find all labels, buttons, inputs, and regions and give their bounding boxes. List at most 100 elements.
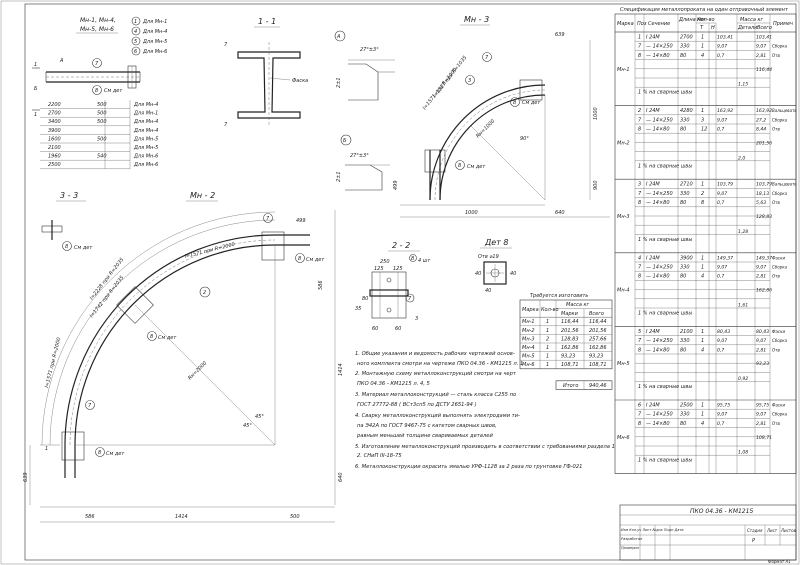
svg-text:1000: 1000	[465, 210, 478, 216]
spec-qty-t: 1	[701, 329, 704, 335]
spec-pos: 5	[638, 329, 641, 335]
svg-text:640: 640	[555, 210, 565, 216]
svg-text:Р: Р	[752, 538, 755, 544]
mn3-radius: Rн=1000	[475, 118, 496, 139]
spec-qty-t: 1	[701, 35, 704, 41]
view-mn3: Мн - 3 Rн=1000 90° l=1571 при R=1000 l=1…	[393, 15, 610, 218]
svg-text:6: 6	[134, 49, 137, 55]
svg-text:8: 8	[98, 450, 101, 456]
spec-length: 330	[680, 191, 690, 197]
svg-text:Длина мм: Длина мм	[678, 17, 705, 23]
spec-section: — 14×80	[646, 127, 670, 133]
spec-length: 80	[680, 347, 686, 353]
svg-text:1414: 1414	[338, 363, 344, 376]
required-total: 162,86	[589, 345, 607, 351]
svg-text:См дет: См дет	[158, 335, 177, 341]
specification-table: Спецификация металлопроката на один отпр…	[614, 7, 797, 474]
spec-pos: 7	[638, 44, 642, 50]
spec-mass-detail: 80,43	[717, 329, 730, 335]
note-line: ного комплекта смотри на чертеже ПКО 04.…	[357, 361, 523, 367]
spec-pos: 8	[638, 274, 641, 280]
spec-mass-total: 5,63	[756, 200, 766, 206]
title-block: ПКО 04.36 - КМ1215 Изм Кол.уч Лист №док …	[619, 504, 797, 564]
spec-qty-t: 3	[701, 117, 704, 123]
svg-text:7: 7	[266, 216, 270, 222]
spec-weld-mass: 2,0	[738, 155, 745, 161]
spec-mass-detail: 9,07	[717, 265, 727, 271]
mn1-offset: 500	[97, 119, 107, 125]
svg-text:4 шт: 4 шт	[418, 258, 431, 264]
svg-text:1000: 1000	[593, 107, 599, 120]
svg-text:7: 7	[88, 403, 92, 409]
spec-weld-label: 1 % на сварные швы	[638, 163, 692, 169]
section-1-1: 1 - 1 Фаска 7 7	[224, 17, 308, 128]
svg-text:Для Мн-1: Для Мн-1	[142, 19, 167, 25]
spec-pos: 6	[638, 403, 641, 409]
mn1-offset: 500	[97, 136, 107, 142]
spec-weld-label: 1 % на сварные швы	[638, 237, 692, 243]
required-total-label: Итого	[563, 383, 578, 389]
mn1-length: 1960	[48, 154, 61, 160]
spec-weld-label: 1 % на сварные швы	[638, 90, 692, 96]
svg-text:7: 7	[224, 42, 228, 48]
spec-qty-t: 1	[701, 255, 704, 261]
spec-qty-t: 1	[701, 265, 704, 271]
spec-mass-detail: 0,7	[717, 274, 724, 280]
svg-text:Детали: Детали	[737, 25, 758, 31]
mn3-angle: 90°	[520, 136, 529, 142]
mn1-length: 3900	[48, 128, 61, 134]
required-mark: Мн-5	[522, 354, 535, 360]
mn1-for-label: Для Мн-5	[133, 136, 158, 142]
spec-length: 80	[680, 127, 686, 133]
inner-frame	[24, 3, 797, 561]
svg-text:Б: Б	[343, 138, 347, 144]
spec-length: 80	[680, 274, 686, 280]
svg-text:639: 639	[23, 472, 29, 482]
spec-mass-detail: 0,7	[717, 53, 724, 59]
svg-text:См дет: См дет	[74, 245, 93, 251]
spec-mark: Мн-5	[617, 361, 630, 367]
spec-length: 3900	[680, 255, 693, 261]
spec-qty-t: 1	[701, 338, 704, 344]
spec-mass-detail: 0,7	[717, 347, 724, 353]
required-mark: Мн-1	[522, 319, 535, 325]
spec-pos: 7	[638, 412, 642, 418]
spec-mass-total: 9,07	[756, 412, 766, 418]
required-total: 108,71	[589, 362, 607, 368]
spec-mass-detail: 95,75	[717, 403, 730, 409]
section-1-1-title: 1 - 1	[258, 17, 276, 26]
spec-mass-total: 18,13	[756, 191, 769, 197]
spec-note: Отв	[772, 347, 780, 352]
spec-length: 330	[680, 265, 690, 271]
spec-section: — 14×250	[646, 117, 673, 123]
spec-mass-detail: 9,07	[717, 338, 727, 344]
spec-mass-detail: 9,07	[717, 44, 727, 50]
svg-text:250: 250	[380, 259, 390, 265]
section-2-2-title: 2 - 2	[392, 241, 410, 250]
svg-text:7: 7	[408, 296, 412, 302]
svg-text:Кол-во: Кол-во	[541, 307, 559, 313]
spec-mass-total: 27,2	[756, 117, 766, 123]
spec-qty-t: 1	[701, 403, 704, 409]
spec-pos: 7	[638, 338, 642, 344]
spec-mass-total: 9,07	[756, 338, 766, 344]
spec-mass-detail: 103,41	[717, 35, 733, 41]
general-notes: 1. Общие указания и ведомость рабочих че…	[355, 351, 615, 470]
svg-text:3: 3	[415, 316, 418, 322]
svg-text:Т: Т	[700, 25, 704, 31]
spec-note: Вальцевать	[772, 108, 797, 113]
spec-qty-t: 4	[701, 274, 704, 280]
spec-length: 80	[680, 53, 686, 59]
svg-text:Для Мн-5: Для Мн-5	[142, 39, 167, 45]
view-mn2-title: Мн - 2	[190, 191, 215, 200]
svg-text:60: 60	[395, 326, 401, 332]
required-mass: 116,44	[561, 319, 579, 325]
svg-text:Изм Кол.уч Лист №док Подп Дата: Изм Кол.уч Лист №док Подп Дата	[621, 528, 684, 532]
svg-text:См дет: См дет	[522, 100, 541, 106]
spec-note: Фаски	[772, 255, 786, 260]
mn1-for-label: Для Мн-4	[133, 102, 158, 108]
spec-section: — 14×80	[646, 53, 670, 59]
spec-mark: Мн-2	[617, 140, 630, 146]
svg-text:900: 900	[593, 180, 599, 190]
svg-text:27°±3°: 27°±3°	[350, 153, 369, 159]
